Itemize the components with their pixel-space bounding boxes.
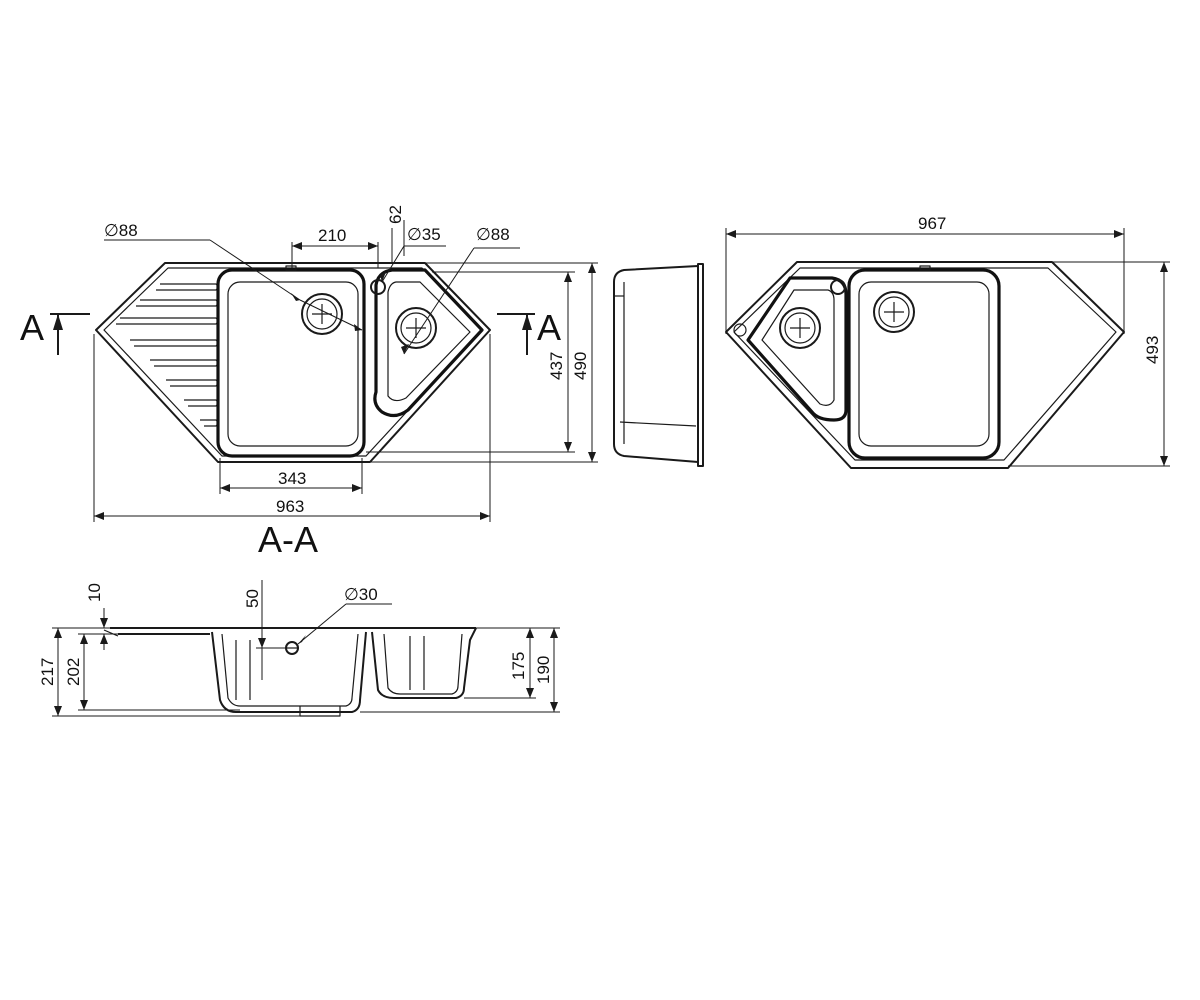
side-view xyxy=(613,263,704,467)
dim-343: 343 xyxy=(278,469,306,488)
dim-217: 217 xyxy=(38,658,57,686)
dim-967: 967 xyxy=(918,214,946,233)
tap-hole xyxy=(370,279,386,295)
dim-50: 50 xyxy=(243,589,262,608)
section-view: A-A xyxy=(38,519,560,717)
dim-d88-right: ∅88 xyxy=(476,225,510,244)
right-main-bowl-outer xyxy=(847,268,1001,460)
section-small-bowl xyxy=(371,627,477,699)
dim-190: 190 xyxy=(534,656,553,684)
dim-437: 437 xyxy=(547,352,566,380)
dim-d30: ∅30 xyxy=(344,585,378,604)
main-drain-outer xyxy=(301,293,343,335)
small-bowl-outer xyxy=(373,268,484,418)
main-bowl-outer xyxy=(216,268,366,458)
right-small-bowl xyxy=(746,276,848,422)
dim-vertical-lines xyxy=(366,262,598,463)
section-main-bowl xyxy=(211,631,367,713)
drainboard-grooves xyxy=(116,283,219,427)
section-title: A-A xyxy=(258,519,318,560)
svg-text:A: A xyxy=(537,307,561,348)
dim-963-lines xyxy=(93,334,491,522)
dim-62: 62 xyxy=(386,205,405,224)
dim-202: 202 xyxy=(64,658,83,686)
small-drain-inner xyxy=(400,312,432,344)
small-drain-outer xyxy=(395,307,437,349)
main-drain-inner xyxy=(306,298,338,330)
dim-d88-left: ∅88 xyxy=(104,221,138,240)
dim-963: 963 xyxy=(276,497,304,516)
dim-493: 493 xyxy=(1143,336,1162,364)
main-bowl-inner xyxy=(227,281,359,447)
dim-490: 490 xyxy=(571,352,590,380)
dim-10: 10 xyxy=(85,583,104,602)
right-view: 967 493 xyxy=(725,214,1170,469)
dim-210: 210 xyxy=(318,226,346,245)
sink-rim xyxy=(103,267,483,457)
dim-d35: ∅35 xyxy=(407,225,441,244)
section-marker-left: A xyxy=(20,307,90,355)
leaders xyxy=(104,220,520,355)
top-view: 210 62 ∅35 ∅88 ∅88 437 490 343 xyxy=(20,205,598,522)
section-marker-right: A xyxy=(497,307,561,355)
small-bowl-inner xyxy=(387,281,471,402)
dim-210-lines xyxy=(291,242,379,268)
right-sink-outline xyxy=(725,261,1125,469)
dim-175: 175 xyxy=(509,652,528,680)
svg-text:A: A xyxy=(20,307,44,348)
